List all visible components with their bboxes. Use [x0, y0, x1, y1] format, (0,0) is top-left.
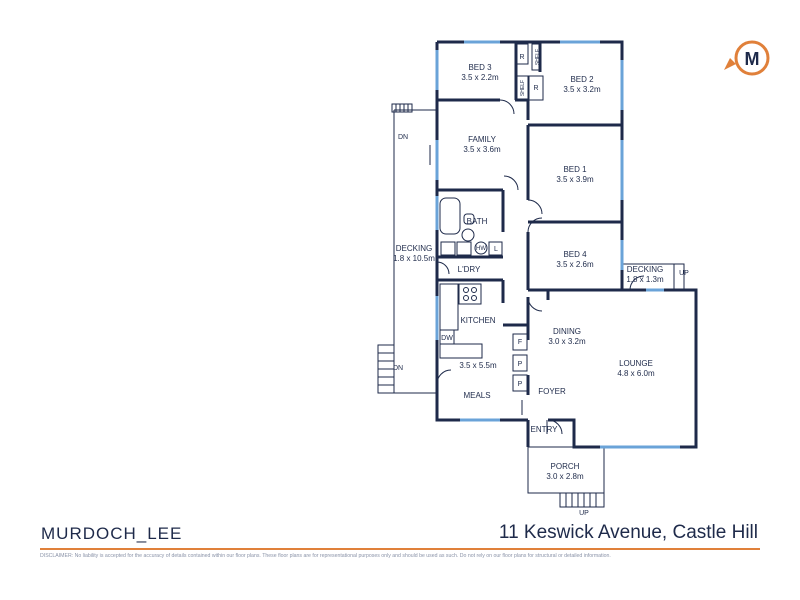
size-bed3: 3.5 x 2.2m — [461, 73, 499, 82]
room-labels: BED 3 3.5 x 2.2m BED 2 3.5 x 3.2m FAMILY… — [393, 63, 664, 481]
mark-robe-bed3: R — [519, 54, 524, 61]
label-bed3: BED 3 — [468, 63, 492, 72]
mark-dishwasher: DW — [441, 335, 453, 342]
mark-pantry-2: P — [518, 381, 523, 388]
label-kitchen: KITCHEN — [460, 316, 495, 325]
label-family: FAMILY — [468, 135, 497, 144]
label-laundry: L'DRY — [458, 265, 481, 274]
brand-name: MURDOCH_LEE — [41, 524, 183, 543]
property-address: 11 Keswick Avenue, Castle Hill — [498, 522, 758, 543]
label-entry: ENTRY — [531, 425, 559, 434]
label-bath: BATH — [467, 217, 488, 226]
size-bed4: 3.5 x 2.6m — [556, 260, 594, 269]
size-porch: 3.0 x 2.8m — [546, 472, 584, 481]
size-bed2: 3.5 x 3.2m — [563, 85, 601, 94]
label-lounge: LOUNGE — [619, 359, 653, 368]
size-bed1: 3.5 x 3.9m — [556, 175, 594, 184]
mark-shelf-bed3: SHELF — [520, 80, 526, 96]
logo-letter: M — [745, 49, 760, 69]
mark-linen: L — [494, 246, 498, 253]
size-decking-small: 1.8 x 1.3m — [626, 275, 664, 284]
disclaimer-text: DISCLAIMER: No liability is accepted for… — [40, 553, 611, 559]
mark-down-top: DN — [398, 134, 408, 141]
label-porch: PORCH — [551, 462, 580, 471]
label-meals: MEALS — [463, 391, 490, 400]
mark-up-decking: UP — [679, 270, 689, 277]
fixture-marks: R R SHELF SHELF HW L F P P DW DN DN UP U… — [393, 49, 689, 517]
mark-hot-water: HW — [476, 246, 486, 252]
footer-divider — [40, 548, 760, 550]
size-decking-large: 1.8 x 10.5m — [393, 254, 435, 263]
size-kitchen: 3.5 x 5.5m — [459, 361, 497, 370]
mark-shelf-bed2: SHELF — [535, 49, 541, 65]
label-bed4: BED 4 — [563, 250, 587, 259]
label-bed2: BED 2 — [570, 75, 594, 84]
size-lounge: 4.8 x 6.0m — [617, 369, 655, 378]
label-decking-large: DECKING — [396, 244, 432, 253]
m-logo-icon: M — [724, 40, 770, 76]
label-dining: DINING — [553, 327, 581, 336]
mark-robe-bed2: R — [533, 85, 538, 92]
size-family: 3.5 x 3.6m — [463, 145, 501, 154]
floor-plan: BED 3 3.5 x 2.2m BED 2 3.5 x 3.2m FAMILY… — [377, 40, 770, 517]
mark-pantry-1: P — [518, 361, 523, 368]
label-foyer: FOYER — [538, 387, 566, 396]
size-dining: 3.0 x 3.2m — [548, 337, 586, 346]
label-decking-small: DECKING — [627, 265, 663, 274]
mark-fridge: F — [518, 339, 522, 346]
mark-down-bottom: DN — [393, 365, 403, 372]
fixtures — [429, 43, 645, 435]
label-bed1: BED 1 — [563, 165, 587, 174]
windows — [435, 40, 680, 449]
mark-up-porch: UP — [579, 510, 589, 517]
